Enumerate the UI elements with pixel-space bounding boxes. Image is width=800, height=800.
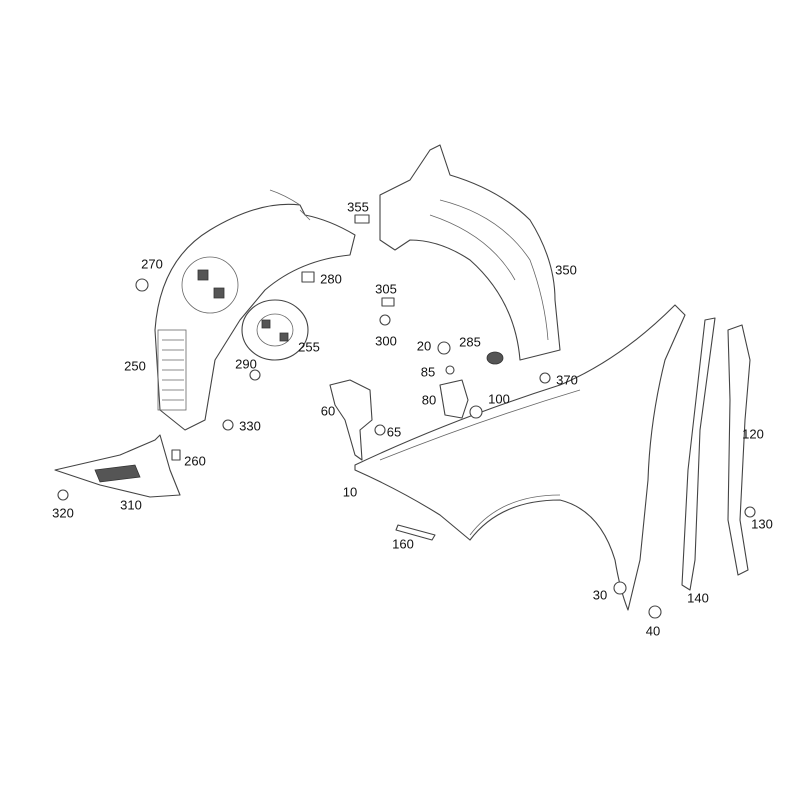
callout-255[interactable]: 255 [298, 339, 320, 355]
callout-130[interactable]: 130 [751, 516, 773, 532]
callout-300[interactable]: 300 [375, 333, 397, 349]
callout-270[interactable]: 270 [141, 256, 163, 272]
fender-10[interactable] [354, 304, 686, 611]
cover-plate-255[interactable] [241, 299, 309, 361]
callout-280[interactable]: 280 [320, 271, 342, 287]
bracket-60[interactable] [329, 379, 373, 461]
callout-40[interactable]: 40 [645, 623, 661, 639]
callout-330[interactable]: 330 [239, 418, 261, 434]
callout-140[interactable]: 140 [687, 590, 709, 606]
callout-30[interactable]: 30 [592, 587, 608, 603]
callout-250[interactable]: 250 [124, 358, 146, 374]
callout-100[interactable]: 100 [488, 391, 510, 407]
callout-355[interactable]: 355 [347, 199, 369, 215]
callout-310[interactable]: 310 [120, 497, 142, 513]
callout-60[interactable]: 60 [320, 403, 336, 419]
callout-370[interactable]: 370 [556, 372, 578, 388]
callout-305[interactable]: 305 [375, 281, 397, 297]
callout-20[interactable]: 20 [416, 338, 432, 354]
callout-350[interactable]: 350 [555, 262, 577, 278]
fasteners[interactable] [57, 214, 756, 619]
seal-120[interactable] [727, 324, 751, 576]
callout-290[interactable]: 290 [235, 356, 257, 372]
strip-160[interactable] [395, 524, 436, 541]
callout-120[interactable]: 120 [742, 426, 764, 442]
trim-140[interactable] [681, 317, 716, 591]
bracket-80[interactable] [439, 379, 469, 419]
callout-285[interactable]: 285 [459, 334, 481, 350]
wheel-liner-350[interactable] [379, 144, 561, 361]
callout-260[interactable]: 260 [184, 453, 206, 469]
callout-320[interactable]: 320 [52, 505, 74, 521]
cover-310[interactable] [54, 434, 181, 498]
callout-65[interactable]: 65 [386, 424, 402, 440]
callout-10[interactable]: 10 [342, 484, 358, 500]
callout-85[interactable]: 85 [420, 364, 436, 380]
wheel-liner-250[interactable] [154, 189, 356, 431]
callout-80[interactable]: 80 [421, 392, 437, 408]
callout-160[interactable]: 160 [392, 536, 414, 552]
